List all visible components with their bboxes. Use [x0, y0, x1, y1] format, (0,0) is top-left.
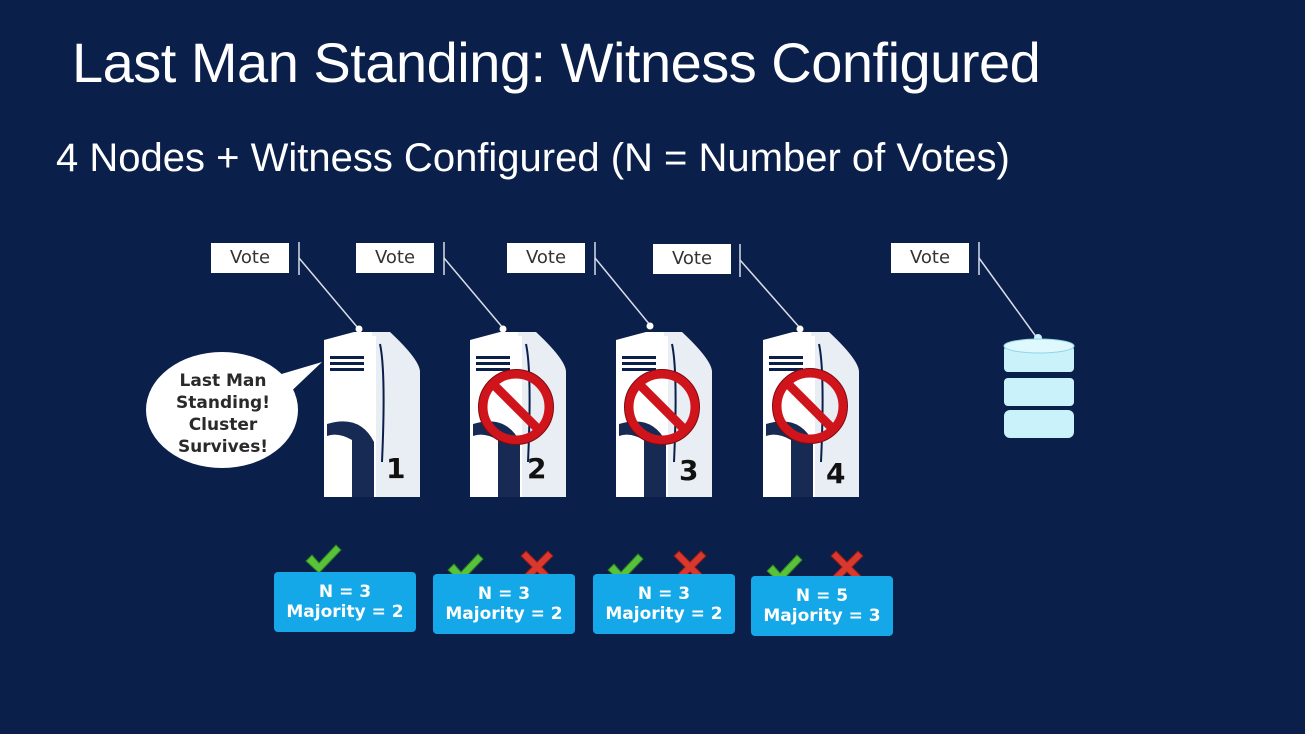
page-title: Last Man Standing: Witness Configured [72, 31, 1041, 94]
node-number-4: 4 [826, 457, 846, 490]
majority-count: Majority = 2 [605, 604, 723, 624]
callout-text: Last Man Standing! Cluster Survives! [160, 370, 286, 458]
node-number-2: 2 [527, 452, 547, 485]
check-icon [305, 544, 342, 574]
callout-bubble [146, 352, 322, 468]
database-icon [1003, 334, 1075, 438]
node-number-3: 3 [679, 454, 699, 487]
node-number-1: 1 [386, 452, 406, 485]
vote-count: N = 5 [795, 586, 849, 606]
vote-count: N = 3 [637, 584, 691, 604]
callout-line: Standing! [176, 393, 270, 413]
vote-label-witness: Vote [891, 243, 969, 273]
status-box-1: N = 3 Majority = 2 [274, 572, 416, 632]
vote-label-node-3: Vote [507, 243, 585, 273]
majority-count: Majority = 2 [286, 602, 404, 622]
status-box-4: N = 5 Majority = 3 [751, 576, 893, 636]
callout-line: Survives! [177, 437, 269, 457]
status-box-2: N = 3 Majority = 2 [433, 574, 575, 634]
vote-label-node-2: Vote [356, 243, 434, 273]
majority-count: Majority = 3 [763, 606, 881, 626]
server-node-1-icon [323, 325, 421, 498]
vote-label-node-4: Vote [653, 244, 731, 274]
vote-count: N = 3 [477, 584, 531, 604]
callout-line: Cluster [188, 415, 258, 435]
server-node-3-icon [615, 322, 713, 498]
vote-connectors [298, 242, 1038, 339]
server-node-4-icon [762, 325, 860, 498]
server-node-2-icon [469, 325, 567, 498]
majority-count: Majority = 2 [445, 604, 563, 624]
vote-count: N = 3 [318, 582, 372, 602]
callout-line: Last Man [179, 371, 267, 391]
page-subtitle: 4 Nodes + Witness Configured (N = Number… [56, 136, 1010, 180]
vote-label-node-1: Vote [211, 243, 289, 273]
status-box-3: N = 3 Majority = 2 [593, 574, 735, 634]
